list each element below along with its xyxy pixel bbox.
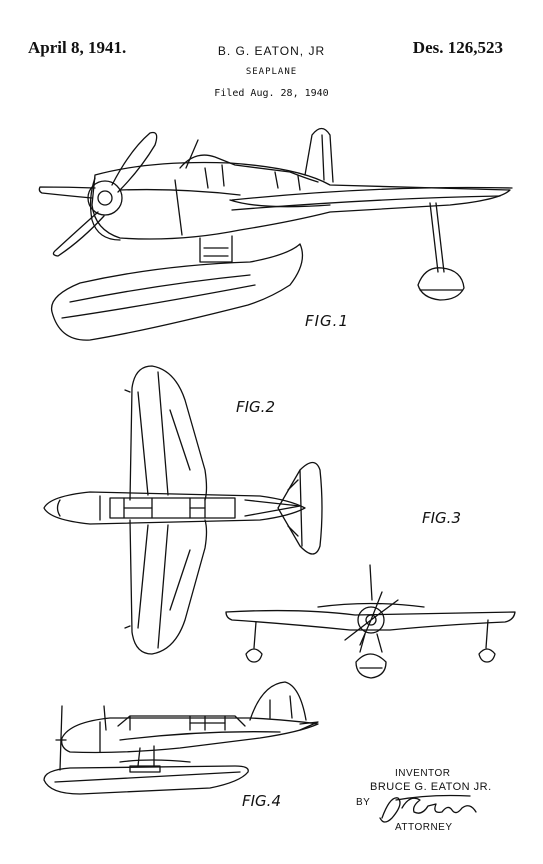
fig1-drawing: [39, 129, 512, 341]
inventor-label: INVENTOR: [395, 768, 451, 779]
patent-title: SEAPLANE: [245, 67, 298, 77]
filed-date: Filed Aug. 28, 1940: [214, 88, 329, 99]
fig4-label: FIG.4: [242, 792, 281, 810]
fig2-label: FIG.2: [236, 398, 275, 416]
patent-date: April 8, 1941.: [28, 38, 127, 57]
fig4-drawing: [44, 682, 318, 794]
attorney-signature: [380, 796, 476, 823]
inventor-name: BRUCE G. EATON JR.: [370, 781, 492, 793]
fig2-drawing: [44, 366, 322, 654]
by-label: BY: [356, 797, 371, 808]
fig3-drawing: [226, 565, 515, 678]
design-number: Des. 126,523: [412, 38, 503, 57]
fig3-label: FIG.3: [422, 509, 461, 527]
attorney-label: ATTORNEY: [395, 822, 453, 833]
inventor-header: B. G. EATON, JR: [217, 44, 326, 58]
fig1-label: FIG.1: [305, 312, 349, 330]
